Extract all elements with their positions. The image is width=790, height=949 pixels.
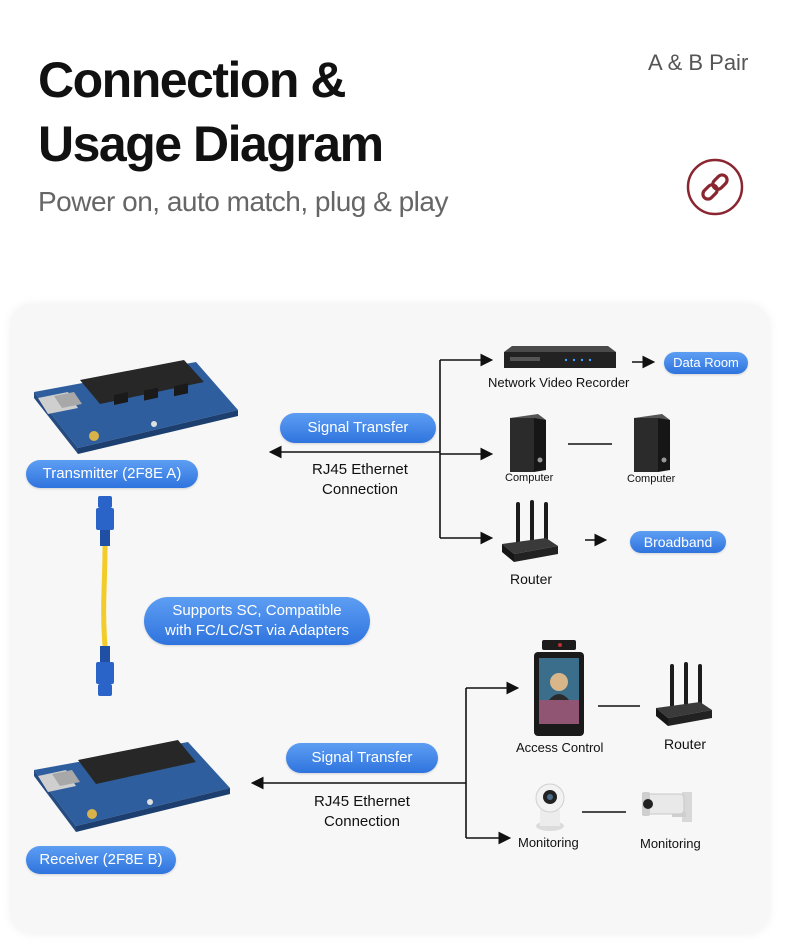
title-line-1: Connection & [38, 52, 346, 108]
bullet-camera-icon [642, 792, 692, 822]
router-label-top: Router [510, 571, 553, 587]
dome-camera-icon [535, 783, 565, 831]
signal-transfer-label-top: Signal Transfer [280, 413, 436, 443]
monitoring-label-2: Monitoring [640, 836, 701, 851]
router-label-bottom: Router [664, 736, 707, 752]
rj45-line-2: Connection [322, 481, 398, 498]
link-icon [686, 158, 744, 216]
rj45-line-1: RJ45 Ethernet [314, 793, 410, 810]
data-room-label: Data Room [664, 352, 748, 374]
transmitter-label: Transmitter (2F8E A) [26, 460, 198, 488]
transmitter-board-image [34, 360, 238, 454]
router-icon [656, 662, 712, 726]
access-control-icon [534, 640, 584, 736]
access-control-label: Access Control [516, 740, 604, 755]
rj45-line-1: RJ45 Ethernet [312, 461, 408, 478]
broadband-label: Broadband [630, 531, 726, 553]
title-line-2: Usage Diagram [38, 116, 384, 172]
computer-label-2: Computer [627, 473, 676, 485]
nvr-label: Network Video Recorder [488, 375, 630, 390]
computer-icon [510, 414, 546, 472]
rj45-line-2: Connection [324, 813, 400, 830]
receiver-label: Receiver (2F8E B) [26, 846, 176, 874]
receiver-board-image [34, 740, 230, 832]
page-subtitle: Power on, auto match, plug & play [38, 186, 448, 217]
router-icon [502, 500, 558, 562]
page-title: Connection & Usage Diagram [38, 48, 384, 176]
computer-icon [634, 414, 670, 472]
fiber-note-line-1: Supports SC, Compatible [172, 602, 342, 619]
computer-label-1: Computer [505, 472, 554, 484]
monitoring-label-1: Monitoring [518, 835, 579, 850]
rj45-connection-label-top: RJ45 Ethernet Connection [290, 460, 430, 500]
fiber-note-line-2: with FC/LC/ST via Adapters [165, 622, 349, 639]
fiber-note: Supports SC, Compatible with FC/LC/ST vi… [144, 597, 370, 645]
fiber-cable-image [96, 496, 114, 696]
rj45-connection-label-bottom: RJ45 Ethernet Connection [292, 792, 432, 832]
signal-transfer-label-bottom: Signal Transfer [286, 743, 438, 773]
pair-label: A & B Pair [648, 50, 749, 75]
nvr-icon [504, 346, 616, 368]
